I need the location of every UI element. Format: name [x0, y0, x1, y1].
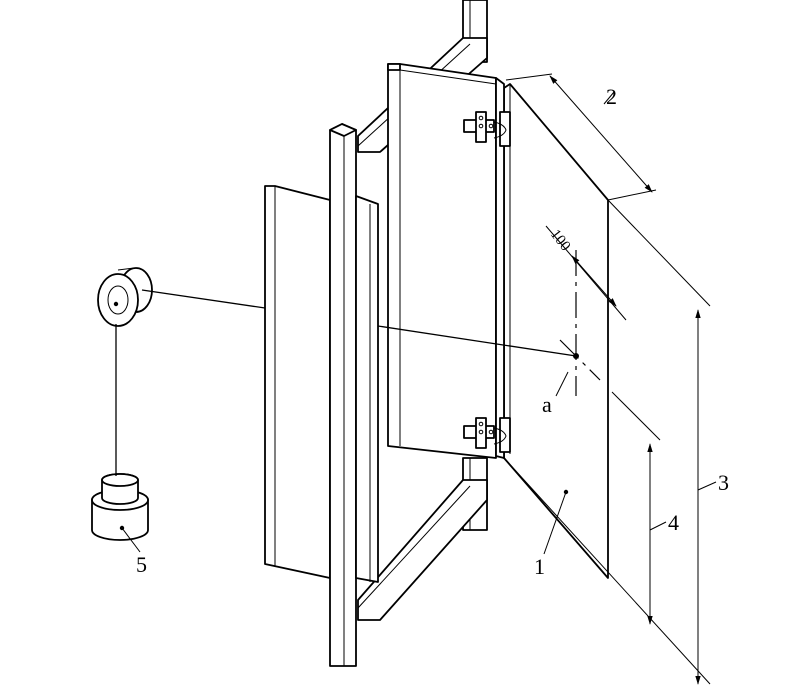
label-point-a: a: [542, 392, 552, 417]
extension-lines: [503, 199, 711, 685]
leader-lines: [121, 489, 569, 555]
top-hinge: [463, 111, 511, 147]
door-leaf: [495, 77, 609, 579]
bottom-hinge: [463, 417, 511, 453]
label-part-3: 3: [718, 470, 729, 495]
front-frame-post: [329, 123, 357, 667]
pulley: [97, 267, 153, 327]
middle-plate: [355, 195, 379, 583]
door-frame-panel: [387, 63, 497, 459]
rope: [115, 289, 577, 476]
counterweight-plate: [264, 185, 331, 579]
dimension-4: [647, 443, 667, 625]
label-part-2: 2: [606, 84, 617, 109]
dimension-100: [545, 225, 627, 321]
dimension-3: [695, 309, 717, 685]
dimension-2: [505, 73, 657, 201]
label-part-4: 4: [668, 510, 679, 535]
label-part-5: 5: [136, 552, 147, 577]
bottom-frame-brace: [357, 479, 488, 621]
load-weight: [91, 473, 149, 541]
label-part-1: 1: [534, 554, 545, 579]
